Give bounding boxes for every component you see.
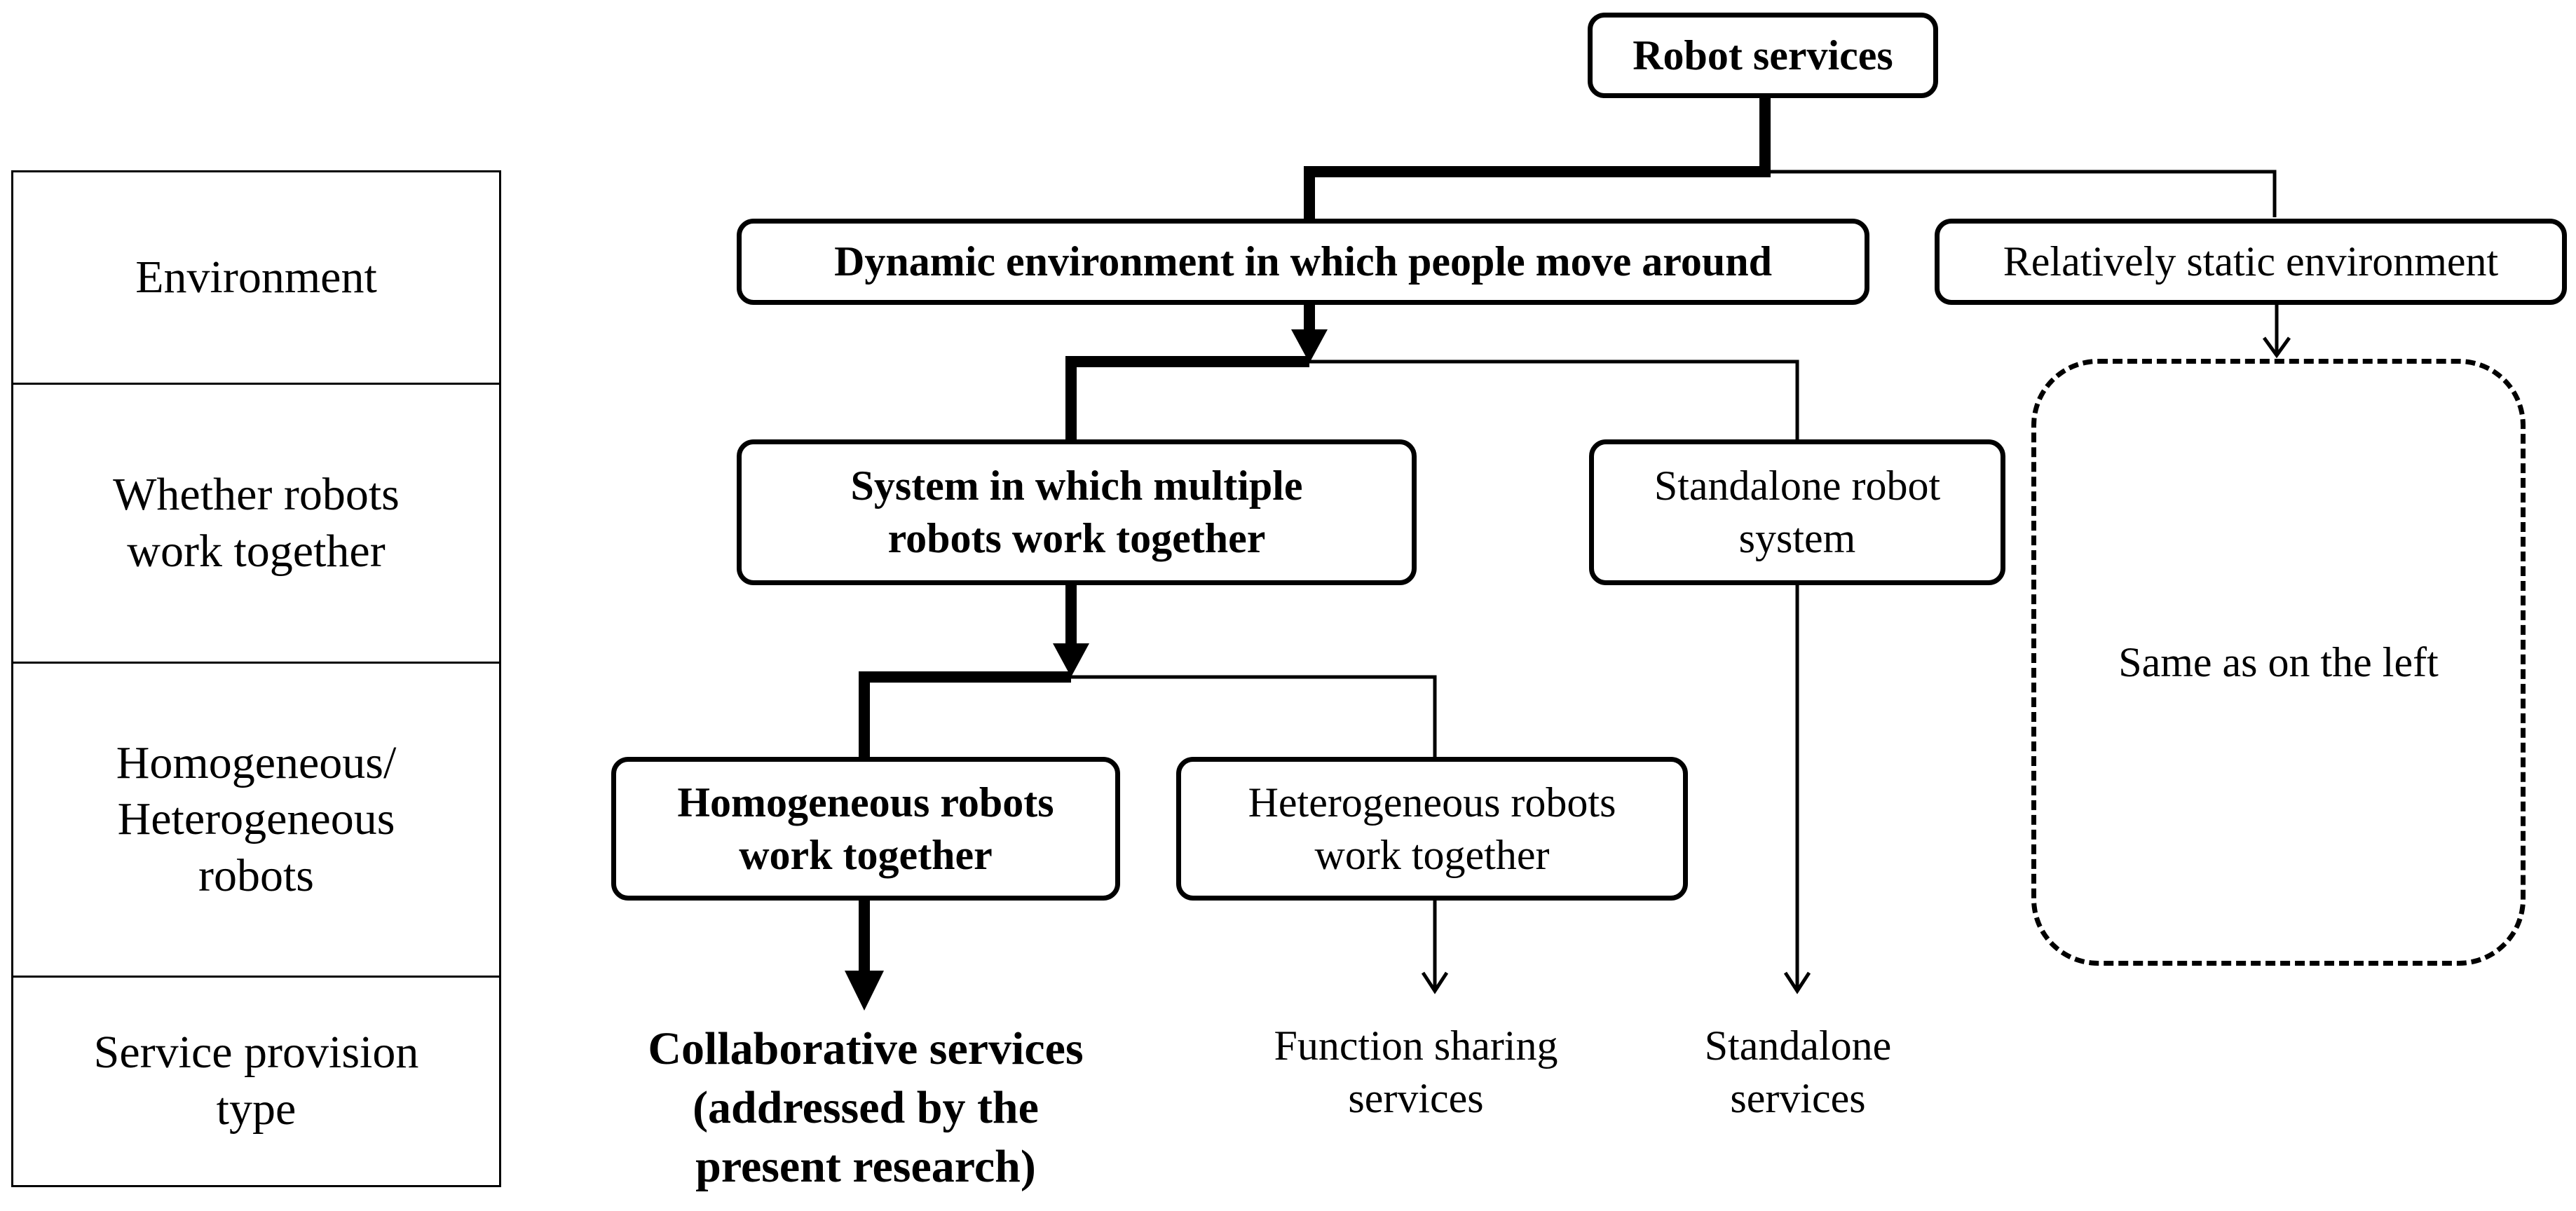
row-robot-type: Homogeneous/ Heterogeneous robots bbox=[11, 662, 501, 978]
node-robot-services: Robot services bbox=[1588, 13, 1938, 98]
arrowhead-dynamic bbox=[1291, 329, 1328, 363]
node-homogeneous-robots: Homogeneous robots work together bbox=[611, 757, 1120, 901]
connector-dynamic-to-multi bbox=[1065, 356, 1309, 439]
connector-dynamic-to-standalone bbox=[1309, 360, 1799, 439]
node-dynamic-environment: Dynamic environment in which people move… bbox=[737, 219, 1869, 305]
node-same-as-left: Same as on the left bbox=[2031, 359, 2526, 966]
outcome-function-sharing-services: Function sharing services bbox=[1274, 1022, 1558, 1121]
row-robot-cooperation: Whether robots work together bbox=[11, 383, 501, 664]
connector-multi-to-homogeneous bbox=[859, 671, 1071, 757]
row-environment: Environment bbox=[11, 170, 501, 385]
connector-root-to-dynamic bbox=[1304, 97, 1771, 219]
connector-multi-to-heterogeneous bbox=[1071, 675, 1437, 757]
arrowhead-standalone bbox=[1783, 971, 1811, 994]
node-static-environment: Relatively static environment bbox=[1935, 219, 2567, 305]
node-heterogeneous-robots: Heterogeneous robots work together bbox=[1176, 757, 1688, 901]
arrowhead-collaborative bbox=[845, 971, 884, 1011]
connector-root-to-static bbox=[1765, 170, 2277, 217]
outcome-standalone-services: Standalone services bbox=[1704, 1022, 1892, 1121]
node-multi-robot-system: System in which multiple robots work tog… bbox=[737, 439, 1417, 585]
arrowhead-multi bbox=[1053, 643, 1089, 677]
arrowhead-function bbox=[1421, 971, 1449, 994]
row-service-provision: Service provision type bbox=[11, 976, 501, 1187]
arrowhead-static bbox=[2262, 336, 2291, 359]
node-standalone-robot-system: Standalone robot system bbox=[1589, 439, 2005, 585]
outcome-collaborative-services: Collaborative services (addressed by the… bbox=[648, 1023, 1084, 1192]
